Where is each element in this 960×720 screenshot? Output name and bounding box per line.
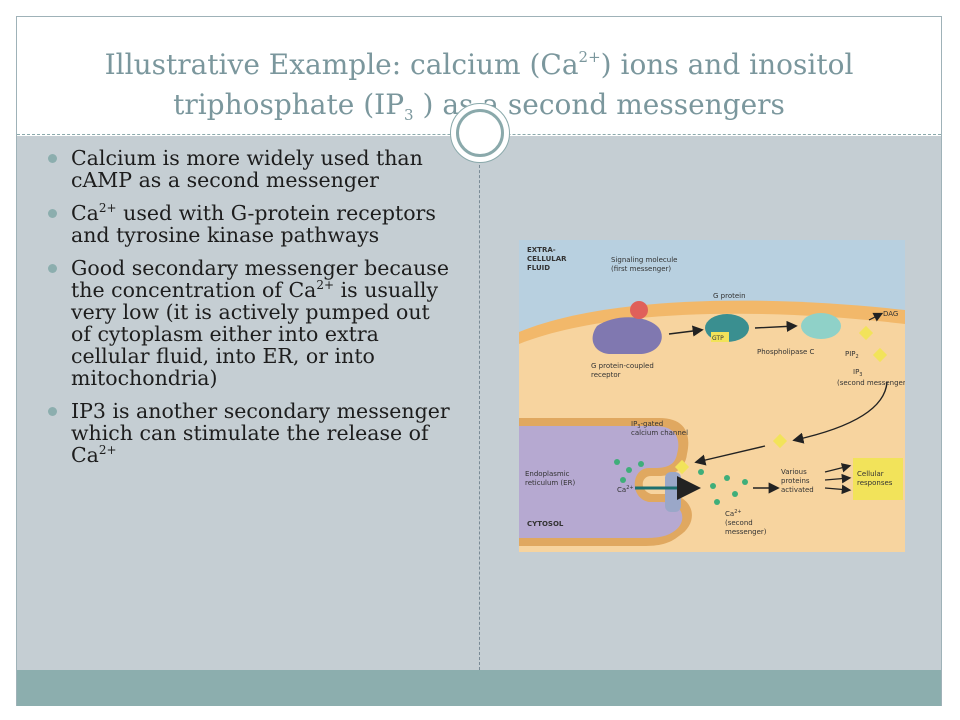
- calcium-channel: [665, 472, 681, 512]
- calcium-ion: [732, 491, 738, 497]
- label-second-messenger: (second messenger): [837, 379, 905, 387]
- arrow-to-responses: [824, 463, 852, 473]
- label-ca-second-messenger: Ca2+: [725, 509, 742, 518]
- arrow-to-dag: [868, 312, 884, 322]
- arrow-to-responses: [824, 473, 852, 484]
- calcium-ion: [614, 459, 620, 465]
- label-pip2: PIP2: [845, 350, 859, 360]
- footer-bar: [17, 670, 941, 706]
- gtp-badge: [711, 332, 729, 342]
- label-extracellular: FLUID: [527, 264, 550, 272]
- column-divider: [479, 150, 480, 670]
- ip3-molecule: [772, 433, 788, 449]
- label-cytosol: CYTOSOL: [527, 520, 564, 528]
- label-signaling-molecule: Signaling molecule: [611, 256, 677, 264]
- calcium-ion: [620, 477, 626, 483]
- label-ca-second-messenger: (second: [725, 519, 753, 527]
- arrow-ip3-to-channel: [694, 445, 766, 466]
- calcium-ion: [698, 469, 704, 475]
- label-ca-second-messenger: messenger): [725, 528, 767, 536]
- bullet-ca-pathways: Ca2+ used with G-protein receptors and t…: [48, 202, 456, 246]
- endoplasmic-reticulum: [519, 426, 683, 538]
- label-ca-in-er: Ca2+: [617, 485, 634, 494]
- bullet-dot-icon: [48, 264, 57, 273]
- label-various-proteins: proteins: [781, 477, 810, 485]
- label-receptor: G protein-coupled: [591, 362, 654, 370]
- label-various-proteins: activated: [781, 486, 814, 494]
- phospholipase-c: [801, 313, 841, 339]
- calcium-ion: [742, 479, 748, 485]
- ip3-molecule: [872, 347, 888, 363]
- label-signaling-molecule: (first messenger): [611, 265, 671, 273]
- calcium-ion: [626, 467, 632, 473]
- calcium-ion: [638, 461, 644, 467]
- label-ip3: IP3: [853, 368, 862, 378]
- signaling-molecule: [630, 301, 648, 319]
- arrow-gprotein-to-plc: [754, 320, 798, 333]
- label-extracellular: EXTRA-: [527, 246, 556, 254]
- bullet-good-messenger: Good secondary messenger because the con…: [48, 257, 456, 389]
- signaling-pathway-figure: GTP EXTRA- CELLULAR: [519, 240, 905, 552]
- label-ip3-gated: IP3-gated: [631, 420, 663, 430]
- label-cellular-responses: Cellular: [857, 470, 884, 478]
- calcium-ion: [710, 483, 716, 489]
- pathway-diagram: GTP EXTRA- CELLULAR: [519, 240, 905, 552]
- label-receptor: receptor: [591, 371, 621, 379]
- calcium-ion: [724, 475, 730, 481]
- label-er: reticulum (ER): [525, 479, 575, 487]
- label-g-protein: G protein: [713, 292, 746, 300]
- cellular-responses-box: [853, 458, 903, 500]
- gtp-label: GTP: [712, 335, 724, 342]
- bullet-list: Calcium is more widely used than cAMP as…: [48, 147, 456, 477]
- bullet-dot-icon: [48, 407, 57, 416]
- bullet-calcium-usage: Calcium is more widely used than cAMP as…: [48, 147, 456, 191]
- circle-ornament-icon: [450, 103, 510, 163]
- arrow-ip3-to-cytosol: [792, 381, 888, 444]
- label-dag: DAG: [883, 310, 898, 318]
- label-cellular-responses: responses: [857, 479, 893, 487]
- bullet-ip3: IP3 is another secondary messenger which…: [48, 400, 456, 466]
- bullet-dot-icon: [48, 209, 57, 218]
- label-various-proteins: Various: [781, 468, 807, 476]
- label-calcium-channel: calcium channel: [631, 429, 688, 437]
- ip3-bound-molecule: [674, 459, 690, 475]
- label-er: Endoplasmic: [525, 470, 570, 478]
- g-protein-coupled-receptor: [592, 317, 662, 354]
- calcium-ion: [714, 499, 720, 505]
- arrow-to-responses: [824, 484, 852, 495]
- label-extracellular: CELLULAR: [527, 255, 567, 263]
- bullet-dot-icon: [48, 154, 57, 163]
- label-phospholipase-c: Phospholipase C: [757, 348, 815, 356]
- slide-title: Illustrative Example: calcium (Ca2+) ion…: [104, 48, 854, 124]
- arrow-receptor-to-gprotein: [668, 325, 704, 337]
- pip2-molecule: [858, 325, 874, 341]
